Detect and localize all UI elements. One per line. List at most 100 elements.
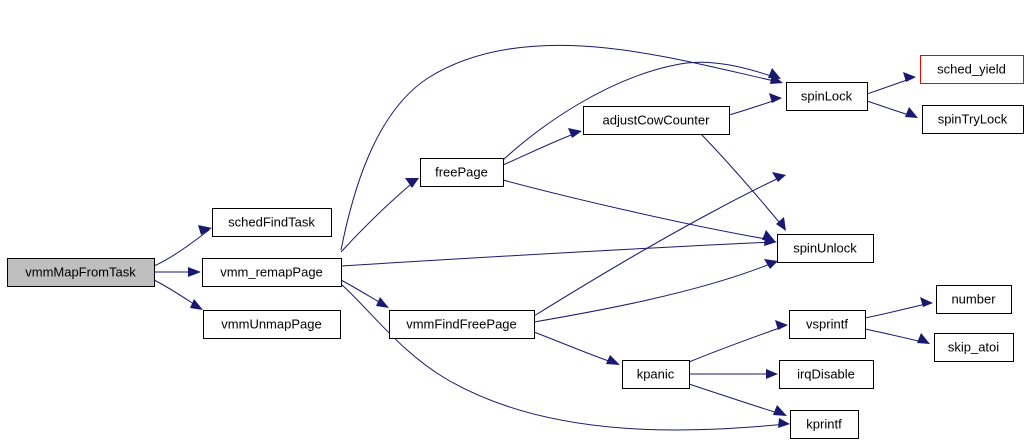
node-kprintf[interactable]: kprintf bbox=[790, 410, 859, 439]
arrowhead-icon bbox=[766, 369, 778, 379]
node-box[interactable] bbox=[583, 106, 730, 135]
edge-line bbox=[502, 131, 580, 166]
node-label: spinTryLock bbox=[938, 111, 1008, 126]
edge-line bbox=[533, 331, 618, 365]
node-box[interactable] bbox=[202, 258, 342, 287]
node-box[interactable] bbox=[922, 105, 1024, 134]
arrowhead-icon bbox=[772, 172, 786, 182]
node-box[interactable] bbox=[779, 360, 874, 389]
arrowhead-icon bbox=[917, 333, 930, 344]
edge-vmm_remapPage-to-freePage bbox=[340, 178, 419, 253]
edge-vmmMapFromTask-to-vmmUnmapPage bbox=[153, 279, 203, 310]
arrowhead-icon bbox=[405, 178, 419, 188]
arrowhead-icon bbox=[773, 405, 787, 416]
node-skip_atoi[interactable]: skip_atoi bbox=[934, 333, 1014, 362]
node-label: freePage bbox=[435, 164, 488, 179]
node-label: vmmMapFromTask bbox=[25, 264, 136, 279]
arrowhead-icon bbox=[768, 68, 781, 79]
edge-line bbox=[688, 325, 786, 363]
edge-line bbox=[340, 283, 788, 431]
arrowhead-icon bbox=[568, 128, 582, 138]
node-vsprintf[interactable]: vsprintf bbox=[789, 310, 866, 339]
node-label: number bbox=[951, 291, 996, 306]
edge-line bbox=[864, 302, 931, 319]
node-box[interactable] bbox=[777, 234, 874, 263]
node-irqDisable[interactable]: irqDisable bbox=[779, 360, 874, 389]
node-kpanic[interactable]: kpanic bbox=[622, 360, 690, 389]
node-label: schedFindTask bbox=[228, 214, 315, 229]
node-spinTryLock[interactable]: spinTryLock bbox=[922, 105, 1024, 134]
arrowhead-icon bbox=[905, 107, 918, 118]
edge-vmmFindFreePage-to-spinUnlock bbox=[533, 259, 778, 323]
arrowhead-icon bbox=[776, 217, 786, 231]
node-box[interactable] bbox=[7, 258, 155, 287]
node-box[interactable] bbox=[934, 333, 1014, 362]
node-spinUnlock[interactable]: spinUnlock bbox=[777, 234, 874, 263]
node-label: vmmUnmapPage bbox=[221, 316, 321, 331]
node-freePage[interactable]: freePage bbox=[420, 158, 504, 187]
node-label: kpanic bbox=[637, 366, 675, 381]
arrowhead-icon bbox=[188, 267, 201, 277]
edge-line bbox=[153, 229, 210, 267]
node-label: adjustCowCounter bbox=[603, 112, 711, 127]
node-vmmMapFromTask[interactable]: vmmMapFromTask bbox=[7, 258, 155, 287]
edge-line bbox=[533, 175, 784, 317]
arrowhead-icon bbox=[190, 299, 203, 310]
node-spinLock[interactable]: spinLock bbox=[786, 82, 868, 111]
edge-adjustCowCounter-to-spinUnlock bbox=[700, 133, 786, 231]
edge-adjustCowCounter-to-spinLock bbox=[728, 93, 782, 116]
edge-kpanic-to-kprintf bbox=[688, 383, 787, 416]
edge-freePage-to-adjustCowCounter bbox=[502, 128, 582, 166]
node-box[interactable] bbox=[389, 310, 535, 339]
arrowhead-icon bbox=[920, 297, 933, 307]
edge-vmm_remapPage-to-vmmFindFreePage bbox=[340, 279, 389, 308]
edge-spinLock-to-spinTryLock bbox=[866, 100, 918, 118]
node-schedFindTask[interactable]: schedFindTask bbox=[212, 208, 332, 237]
edge-vmmFindFreePage-to-spinLock bbox=[533, 172, 786, 317]
node-vmm_remapPage[interactable]: vmm_remapPage bbox=[202, 258, 342, 287]
node-box[interactable] bbox=[212, 208, 332, 237]
arrowhead-icon bbox=[903, 72, 916, 82]
node-box[interactable] bbox=[786, 82, 868, 111]
node-box[interactable] bbox=[920, 55, 1024, 84]
node-vmmFindFreePage[interactable]: vmmFindFreePage bbox=[389, 310, 535, 339]
edge-vmm_remapPage-to-spinUnlock bbox=[340, 236, 777, 267]
node-vmmUnmapPage[interactable]: vmmUnmapPage bbox=[203, 310, 341, 339]
node-label: vmmFindFreePage bbox=[406, 316, 517, 331]
edge-line bbox=[340, 44, 780, 251]
node-label: vsprintf bbox=[806, 316, 848, 331]
arrowhead-icon bbox=[762, 230, 775, 241]
edge-line bbox=[864, 328, 928, 344]
edge-vsprintf-to-number bbox=[864, 297, 933, 319]
node-label: sched_yield bbox=[937, 61, 1006, 76]
edge-vsprintf-to-skip_atoi bbox=[864, 328, 930, 344]
edge-vmm_remapPage-to-kprintf bbox=[340, 283, 790, 431]
arrowhead-icon bbox=[606, 355, 620, 365]
edge-vmmFindFreePage-to-kpanic bbox=[533, 331, 620, 365]
node-box[interactable] bbox=[622, 360, 690, 389]
node-label: spinUnlock bbox=[793, 240, 857, 255]
edge-line bbox=[340, 241, 775, 267]
edges-layer bbox=[153, 44, 933, 431]
node-box[interactable] bbox=[936, 285, 1012, 314]
node-box[interactable] bbox=[790, 410, 859, 439]
node-box[interactable] bbox=[420, 158, 504, 187]
arrowhead-icon bbox=[778, 418, 790, 428]
edge-vmm_remapPage-to-spinLock bbox=[340, 44, 783, 251]
node-box[interactable] bbox=[789, 310, 866, 339]
node-label: irqDisable bbox=[797, 366, 855, 381]
edge-freePage-to-spinLock bbox=[502, 61, 781, 161]
edge-line bbox=[340, 179, 417, 253]
node-box[interactable] bbox=[203, 310, 341, 339]
edge-vmmMapFromTask-to-schedFindTask bbox=[153, 225, 212, 267]
edge-line bbox=[688, 383, 785, 416]
arrowhead-icon bbox=[764, 259, 778, 269]
node-number[interactable]: number bbox=[936, 285, 1012, 314]
node-adjustCowCounter[interactable]: adjustCowCounter bbox=[583, 106, 730, 135]
edge-line bbox=[533, 261, 776, 323]
node-label: spinLock bbox=[801, 88, 853, 103]
edge-line bbox=[502, 61, 778, 161]
node-label: skip_atoi bbox=[948, 339, 999, 354]
node-sched_yield[interactable]: sched_yield bbox=[920, 55, 1024, 84]
